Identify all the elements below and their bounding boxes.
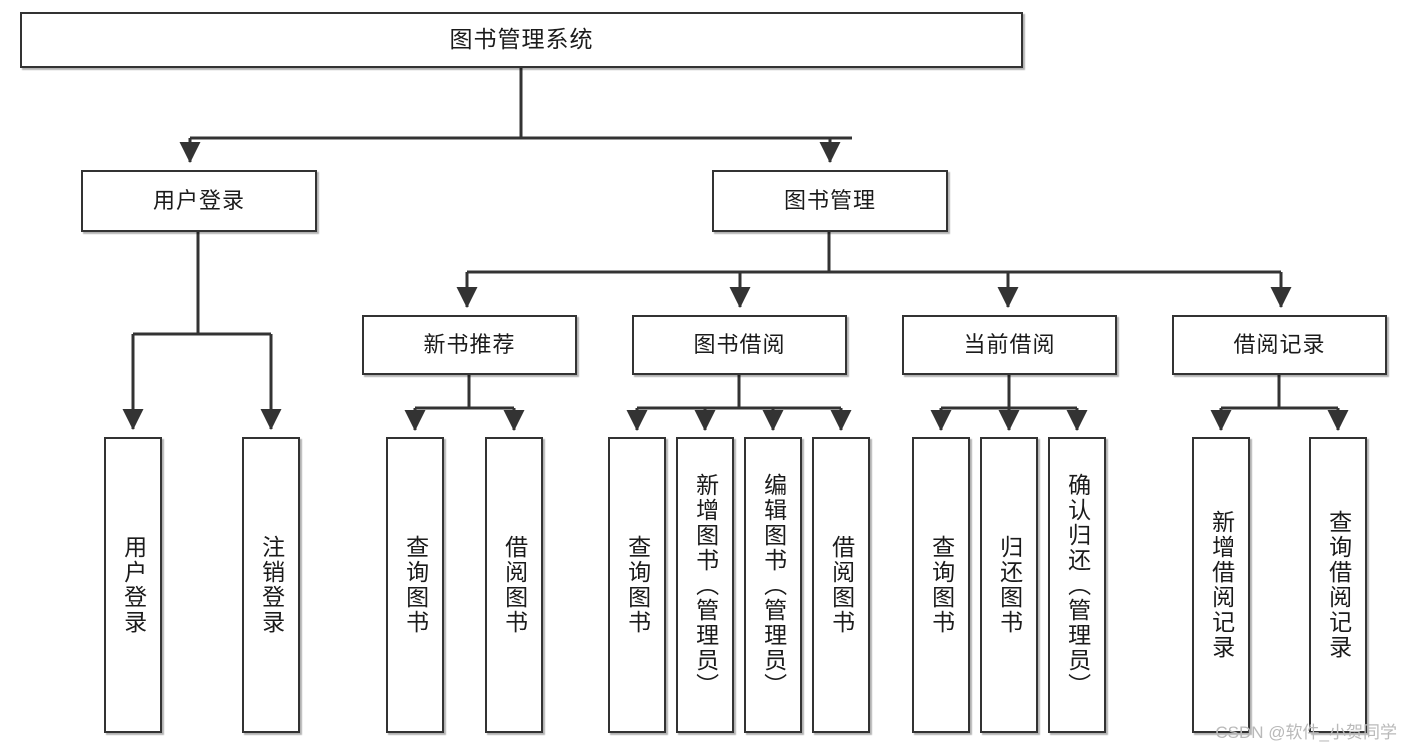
node-label: 借阅图书 [828,535,855,635]
node-current-borrow[interactable]: 当前借阅 [902,315,1117,375]
leaf-current-borrow-query-book[interactable]: 查询图书 [912,437,970,733]
node-book-borrow[interactable]: 图书借阅 [632,315,847,375]
node-label: 编辑图书（管理员） [760,472,787,698]
leaf-book-borrow-borrow-book[interactable]: 借阅图书 [812,437,870,733]
node-label: 用户登录 [152,187,245,213]
node-label: 借阅记录 [1233,331,1326,357]
node-label: 用户登录 [120,535,147,635]
node-label: 查询图书 [402,535,429,635]
node-root-book-management-system[interactable]: 图书管理系统 [20,12,1023,68]
leaf-borrow-records-query-record[interactable]: 查询借阅记录 [1309,437,1367,733]
node-label: 图书借阅 [693,331,786,357]
node-label: 当前借阅 [963,331,1056,357]
node-label: 借阅图书 [501,535,528,635]
leaf-user-login-login[interactable]: 用户登录 [104,437,162,733]
leaf-user-login-logout[interactable]: 注销登录 [242,437,300,733]
leaf-new-book-borrow-book[interactable]: 借阅图书 [485,437,543,733]
node-label: 查询图书 [624,535,651,635]
leaf-book-borrow-edit-book-admin[interactable]: 编辑图书（管理员） [744,437,802,733]
leaf-book-borrow-add-book-admin[interactable]: 新增图书（管理员） [676,437,734,733]
leaf-book-borrow-query-book[interactable]: 查询图书 [608,437,666,733]
node-label: 新增借阅记录 [1208,510,1235,660]
node-label: 图书管理系统 [449,26,594,53]
node-book-management[interactable]: 图书管理 [712,170,948,232]
node-label: 图书管理 [783,187,876,213]
node-borrow-records[interactable]: 借阅记录 [1172,315,1387,375]
node-label: 新书推荐 [423,331,516,357]
leaf-new-book-query-book[interactable]: 查询图书 [386,437,444,733]
node-label: 查询图书 [928,535,955,635]
node-user-login[interactable]: 用户登录 [81,170,317,232]
node-label: 确认归还（管理员） [1064,472,1091,698]
leaf-current-borrow-confirm-return-admin[interactable]: 确认归还（管理员） [1048,437,1106,733]
leaf-current-borrow-return-book[interactable]: 归还图书 [980,437,1038,733]
node-label: 注销登录 [258,535,285,635]
leaf-borrow-records-add-record[interactable]: 新增借阅记录 [1192,437,1250,733]
node-label: 查询借阅记录 [1325,510,1352,660]
node-new-book-recommend[interactable]: 新书推荐 [362,315,577,375]
node-label: 归还图书 [996,535,1023,635]
node-label: 新增图书（管理员） [692,472,719,698]
